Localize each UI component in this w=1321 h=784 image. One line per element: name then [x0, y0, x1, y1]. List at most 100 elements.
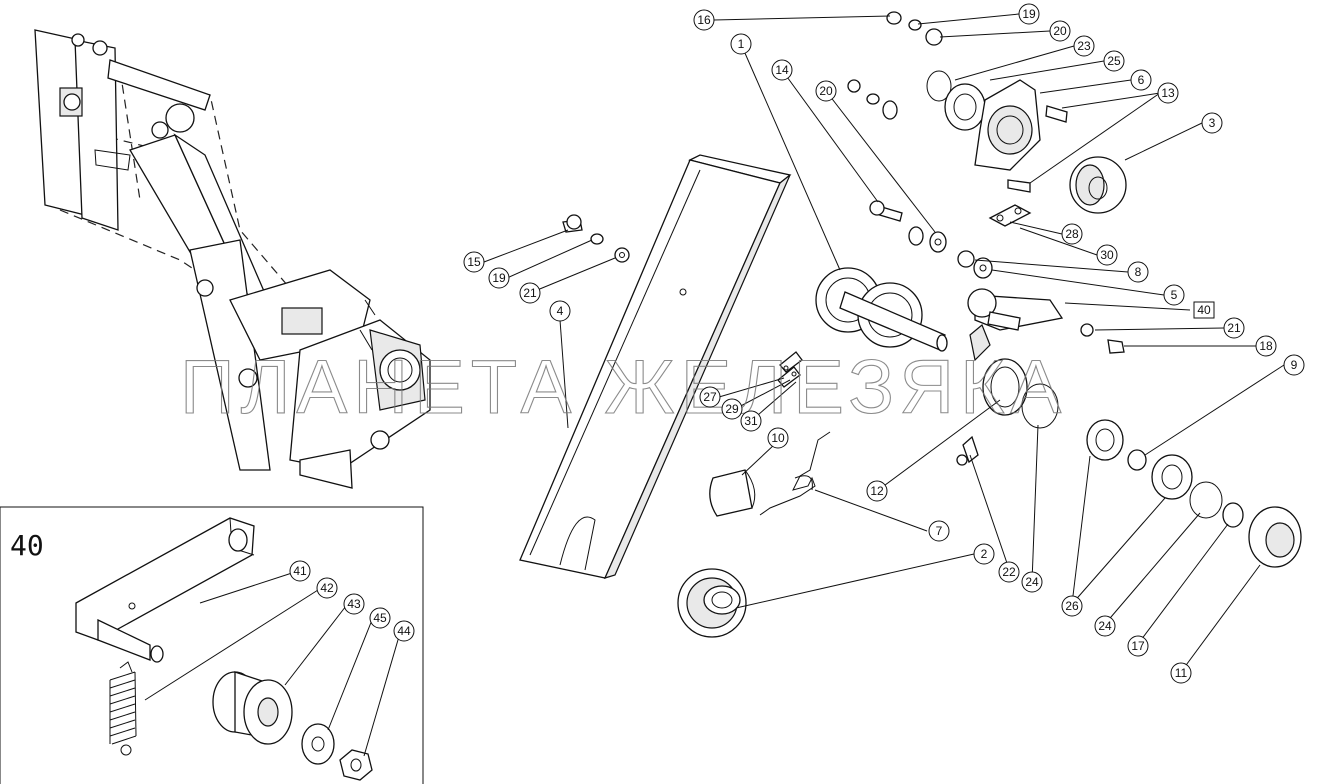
sprocket-small-right — [1069, 156, 1127, 214]
svg-text:14: 14 — [775, 63, 789, 77]
callout-23: 23 — [1073, 35, 1095, 57]
double-sprocket-shaft — [815, 267, 948, 352]
callout-21-right: 21 — [1223, 317, 1245, 339]
callout-45: 45 — [369, 607, 391, 629]
svg-text:19: 19 — [492, 271, 506, 285]
inset-title: 40 — [10, 529, 44, 562]
callout-6: 6 — [1130, 69, 1152, 91]
svg-text:45: 45 — [373, 611, 387, 625]
svg-text:9: 9 — [1291, 358, 1298, 372]
roller-and-spring — [709, 431, 831, 517]
svg-text:43: 43 — [347, 597, 361, 611]
callout-20-top: 20 — [1049, 20, 1071, 42]
callout-43: 43 — [343, 593, 365, 615]
callout-3: 3 — [1201, 112, 1223, 134]
callout-18: 18 — [1255, 335, 1277, 357]
callout-15: 15 — [463, 251, 485, 273]
svg-text:4: 4 — [557, 304, 564, 318]
callout-42: 42 — [316, 577, 338, 599]
svg-text:27: 27 — [703, 390, 717, 404]
svg-text:21: 21 — [1227, 321, 1241, 335]
bolt-washers-left — [562, 214, 630, 263]
chain-link-28-30 — [988, 204, 1032, 227]
callout-14: 14 — [771, 59, 793, 81]
svg-text:2: 2 — [981, 547, 988, 561]
callout-7: 7 — [928, 520, 950, 542]
callout-40-boxed: 40 — [1193, 301, 1215, 319]
callout-30: 30 — [1096, 244, 1118, 266]
svg-text:13: 13 — [1161, 86, 1175, 100]
svg-text:22: 22 — [1002, 565, 1016, 579]
svg-text:23: 23 — [1077, 39, 1091, 53]
bolt-and-washers-center — [847, 79, 947, 253]
watermark-text: ПЛАНЕТА ЖЕЛЕЗЯКА — [180, 345, 1067, 430]
chain-link-set — [777, 351, 803, 388]
svg-text:12: 12 — [870, 484, 884, 498]
leader-lines — [483, 13, 1285, 673]
callout-12: 12 — [866, 480, 888, 502]
callout-10: 10 — [767, 427, 789, 449]
callout-24-left: 24 — [1021, 571, 1043, 593]
bearing-stack-right — [1086, 419, 1302, 568]
callout-2: 2 — [973, 543, 995, 565]
callout-4: 4 — [549, 300, 571, 322]
callout-44: 44 — [393, 620, 415, 642]
frame-assembly — [34, 29, 431, 489]
callout-16: 16 — [693, 9, 715, 31]
svg-text:18: 18 — [1259, 339, 1273, 353]
svg-text:1: 1 — [738, 37, 745, 51]
svg-text:21: 21 — [523, 286, 537, 300]
svg-text:26: 26 — [1065, 599, 1079, 613]
svg-text:3: 3 — [1209, 116, 1216, 130]
callout-27: 27 — [699, 386, 721, 408]
chain-guide-rail — [519, 154, 792, 579]
callout-19-left: 19 — [488, 267, 510, 289]
svg-text:6: 6 — [1138, 73, 1145, 87]
inset-spring — [109, 661, 137, 756]
svg-text:24: 24 — [1098, 619, 1112, 633]
svg-text:44: 44 — [397, 624, 411, 638]
callout-31: 31 — [740, 410, 762, 432]
washers-8-5 — [957, 250, 993, 279]
svg-text:42: 42 — [320, 581, 334, 595]
svg-text:25: 25 — [1107, 54, 1121, 68]
svg-text:41: 41 — [293, 564, 307, 578]
sprocket-lower — [677, 568, 747, 638]
svg-text:15: 15 — [467, 255, 481, 269]
callout-22: 22 — [998, 561, 1020, 583]
callout-41: 41 — [289, 560, 311, 582]
callout-8: 8 — [1127, 261, 1149, 283]
svg-text:20: 20 — [819, 84, 833, 98]
callout-11: 11 — [1170, 662, 1192, 684]
svg-text:10: 10 — [771, 431, 785, 445]
bearing-housing-top — [886, 11, 1068, 193]
svg-text:29: 29 — [725, 402, 739, 416]
svg-text:7: 7 — [936, 524, 943, 538]
inset-detail-40: 40 41 42 43 — [0, 506, 424, 784]
callout-1: 1 — [730, 33, 752, 55]
callout-17: 17 — [1127, 635, 1149, 657]
svg-text:24: 24 — [1025, 575, 1039, 589]
svg-text:31: 31 — [744, 414, 758, 428]
callout-29: 29 — [721, 398, 743, 420]
roller-12-and-circlip — [956, 358, 1059, 466]
callout-19-top: 19 — [1018, 3, 1040, 25]
svg-text:30: 30 — [1100, 248, 1114, 262]
svg-text:5: 5 — [1171, 288, 1178, 302]
tensioner-arm — [967, 288, 1125, 362]
svg-text:11: 11 — [1175, 666, 1188, 680]
callout-28: 28 — [1061, 223, 1083, 245]
svg-text:17: 17 — [1131, 639, 1145, 653]
callout-9: 9 — [1283, 354, 1305, 376]
svg-text:28: 28 — [1065, 227, 1079, 241]
svg-text:16: 16 — [697, 13, 711, 27]
callout-24-right: 24 — [1094, 615, 1116, 637]
callout-5: 5 — [1163, 284, 1185, 306]
svg-text:40: 40 — [1197, 303, 1211, 317]
callout-26: 26 — [1061, 595, 1083, 617]
svg-text:8: 8 — [1135, 265, 1142, 279]
svg-text:19: 19 — [1022, 7, 1036, 21]
callout-20-center: 20 — [815, 80, 837, 102]
callout-25: 25 — [1103, 50, 1125, 72]
